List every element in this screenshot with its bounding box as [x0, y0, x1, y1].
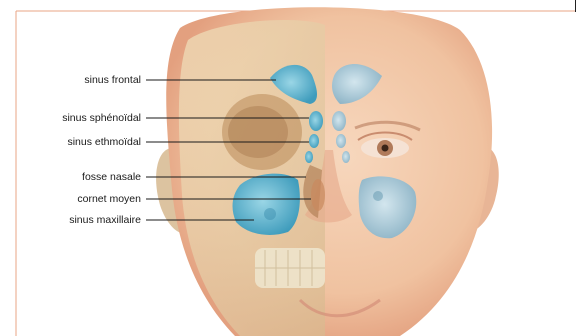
ethmoid-cell-right-1 [336, 134, 346, 148]
label-cornet-moyen: cornet moyen [77, 193, 141, 205]
label-sinus-sphenoidal: sinus sphénoïdal [62, 112, 141, 124]
ethmoid-cell-left-2 [305, 151, 313, 163]
sphenoid-sinus-right [332, 111, 346, 131]
middle-turbinate [311, 179, 325, 211]
label-sinus-frontal: sinus frontal [84, 74, 141, 86]
ethmoid-cell-right-2 [342, 151, 350, 163]
corner-mark [575, 0, 576, 12]
ethmoid-cell-left-1 [309, 134, 319, 148]
label-fosse-nasale: fosse nasale [82, 171, 141, 183]
sphenoid-sinus-left [309, 111, 323, 131]
label-sinus-maxillaire: sinus maxillaire [69, 214, 141, 226]
label-sinus-ethmoidal: sinus ethmoïdal [67, 136, 141, 148]
